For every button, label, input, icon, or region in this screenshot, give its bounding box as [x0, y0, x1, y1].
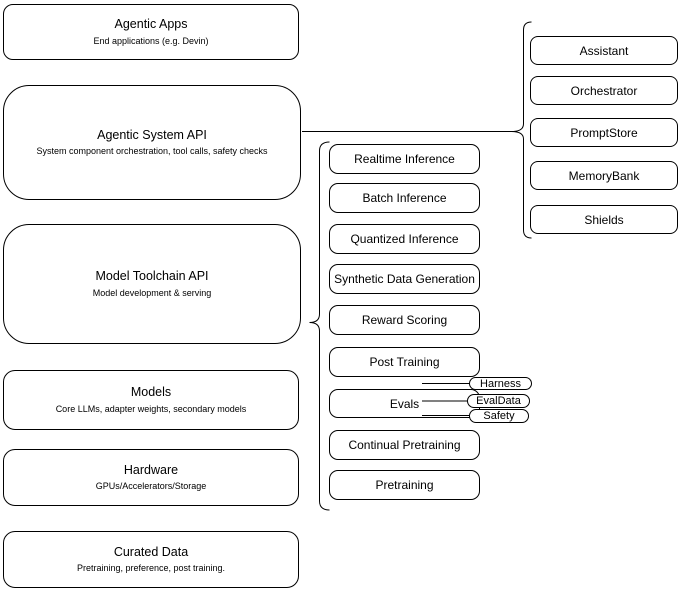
node-continual-pretraining: Continual Pretraining [329, 430, 480, 460]
node-title: Models [130, 385, 172, 400]
node-orchestrator: Orchestrator [530, 76, 678, 105]
node-title: Curated Data [113, 544, 189, 559]
node-agentic-apps: Agentic Apps End applications (e.g. Devi… [3, 4, 299, 60]
agentic-group-brace [511, 21, 532, 239]
toolchain-group-brace [309, 141, 330, 511]
node-evals: Evals [329, 389, 480, 418]
node-quantized-inference: Quantized Inference [329, 224, 480, 254]
node-subtitle: End applications (e.g. Devin) [93, 35, 209, 46]
node-synthetic-data-generation: Synthetic Data Generation [329, 264, 480, 294]
node-assistant: Assistant [530, 36, 678, 65]
node-subtitle: GPUs/Accelerators/Storage [95, 481, 207, 492]
node-models: Models Core LLMs, adapter weights, secon… [3, 370, 299, 430]
node-title: Agentic Apps [114, 17, 188, 32]
node-subtitle: Core LLMs, adapter weights, secondary mo… [55, 403, 247, 414]
tag-safety: Safety [469, 409, 529, 423]
tag-evaldata: EvalData [467, 394, 530, 408]
node-hardware: Hardware GPUs/Accelerators/Storage [3, 449, 299, 506]
tag-harness: Harness [469, 377, 532, 390]
node-title: Hardware [123, 462, 179, 477]
node-shields: Shields [530, 205, 678, 234]
node-post-training: Post Training [329, 347, 480, 377]
node-pretraining: Pretraining [329, 470, 480, 500]
node-promptstore: PromptStore [530, 118, 678, 147]
node-subtitle: System component orchestration, tool cal… [36, 146, 268, 157]
node-title: Model Toolchain API [95, 269, 209, 284]
node-batch-inference: Batch Inference [329, 183, 480, 213]
node-subtitle: Model development & serving [92, 287, 212, 298]
node-curated-data: Curated Data Pretraining, preference, po… [3, 531, 299, 588]
node-realtime-inference: Realtime Inference [329, 144, 480, 174]
node-model-toolchain-api: Model Toolchain API Model development & … [3, 224, 301, 344]
node-reward-scoring: Reward Scoring [329, 305, 480, 335]
node-subtitle: Pretraining, preference, post training. [76, 563, 226, 574]
node-title: Agentic System API [97, 127, 207, 142]
node-memorybank: MemoryBank [530, 161, 678, 190]
node-agentic-system-api: Agentic System API System component orch… [3, 85, 301, 200]
